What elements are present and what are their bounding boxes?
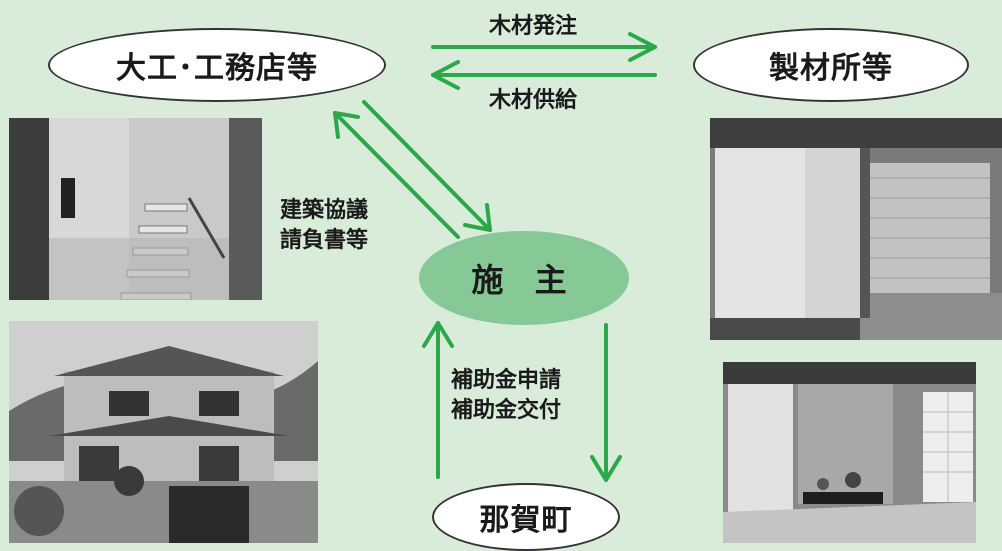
- label-contract-docs: 建築協議 請負書等: [280, 196, 368, 256]
- arrow-order: [431, 32, 657, 62]
- label-supply: 木材供給: [489, 88, 578, 113]
- label-order: 木材発注: [489, 14, 578, 39]
- arrow-subsidy-down: [590, 323, 622, 482]
- photo-staircase: [9, 118, 262, 300]
- node-town: 那賀町: [432, 483, 620, 551]
- node-contractor: 大工･工務店等: [48, 28, 386, 102]
- photo-japanese-room: [710, 118, 1002, 340]
- node-owner-label: 施 主: [471, 261, 577, 299]
- label-subsidy: 補助金申請 補助金交付: [451, 366, 561, 426]
- node-owner: 施 主: [419, 231, 629, 325]
- label-contract-line2: 請負書等: [280, 228, 369, 253]
- node-contractor-label: 大工･工務店等: [116, 51, 318, 86]
- arrow-supply: [431, 60, 657, 90]
- node-sawmill-label: 製材所等: [769, 51, 893, 86]
- label-subsidy-line1: 補助金申請: [451, 368, 562, 393]
- label-subsidy-line2: 補助金交付: [451, 398, 562, 423]
- label-contract-line1: 建築協議: [280, 198, 369, 223]
- photo-tatami-room: [723, 362, 976, 543]
- node-town-label: 那賀町: [479, 503, 573, 538]
- arrow-subsidy-up: [422, 321, 454, 479]
- node-sawmill: 製材所等: [693, 28, 969, 102]
- photo-house-exterior: [9, 321, 318, 543]
- arrow-contract-to-owner: [362, 100, 492, 232]
- arrow-contract-to-contractor: [333, 111, 460, 239]
